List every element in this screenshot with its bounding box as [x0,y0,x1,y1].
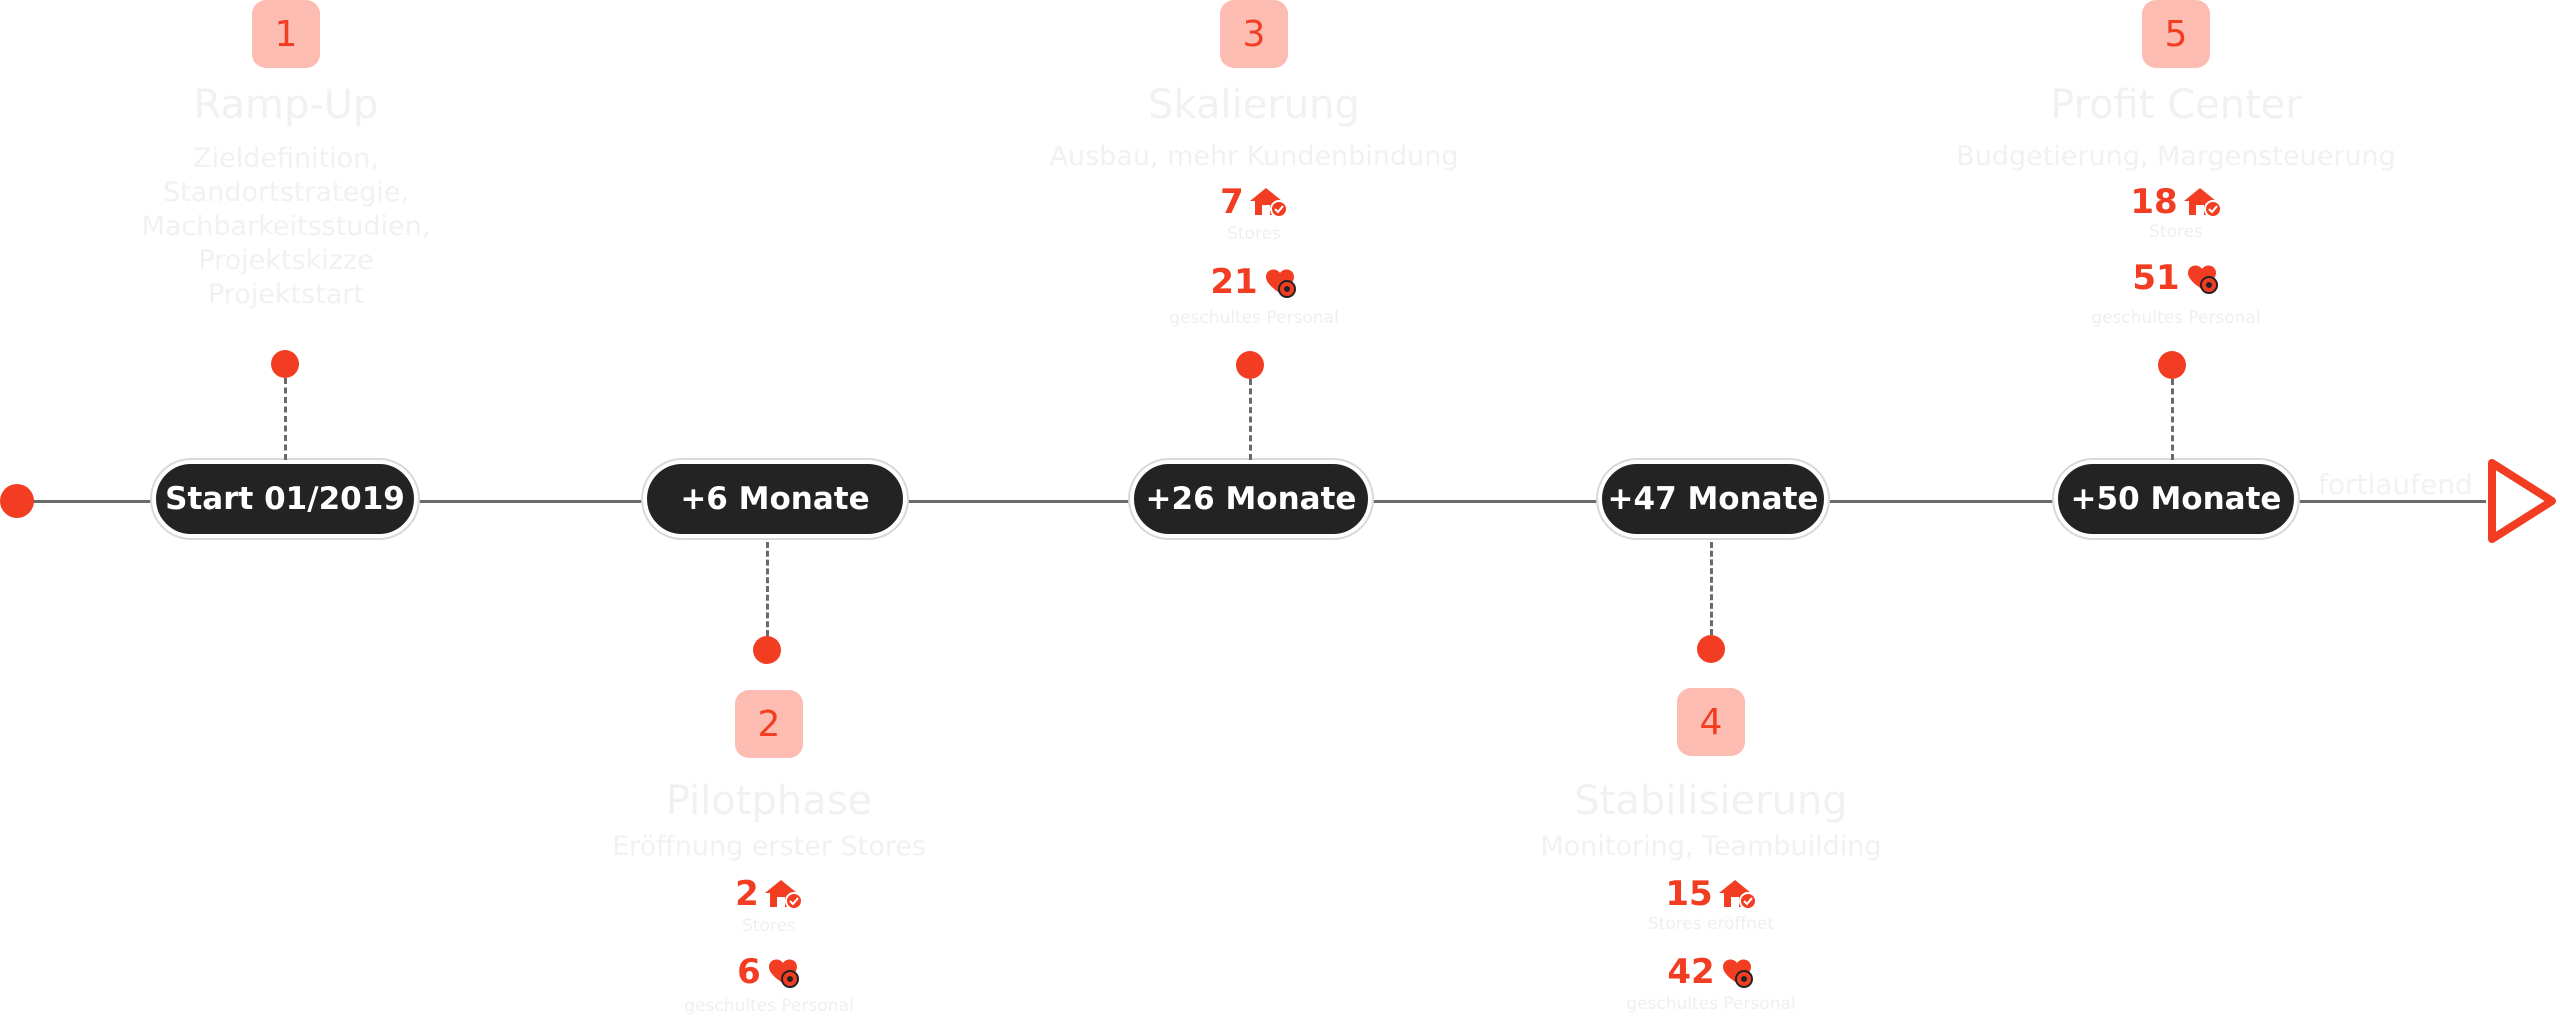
milestone-pill-start: Start 01/2019 [152,460,418,538]
stat-value: 7 [1220,182,1244,222]
description-line: Standortstrategie, [162,177,410,208]
staff-heart-icon [768,959,799,988]
continue-label: fortlaufend [2318,468,2473,501]
milestone-label: +26 Monate [1145,481,1357,517]
phase-3-description: Ausbau, mehr Kundenbindung [1004,140,1504,174]
description-line: Machbarkeitsstudien, [141,211,431,242]
phase-5-title: Profit Center [2050,82,2302,128]
phase-2-stat-stores-label: Stores [742,916,796,936]
phase-3-number-box: 3 [1220,0,1288,68]
phase-number: 1 [274,13,298,55]
phase-5-stat-staff-label: geschultes Personal [2091,308,2261,328]
phase-number: 4 [1699,701,1723,743]
milestone-label: Start 01/2019 [165,481,405,517]
phase-2-stat-staff: 6 [669,952,869,992]
phase-5-number-box: 5 [2142,0,2210,68]
phase-4-number-box: 4 [1677,688,1745,756]
phase-4-stat-staff-label: geschultes Personal [1626,994,1796,1014]
phase-2-stat-staff-label: geschultes Personal [684,996,854,1016]
phase-3-stat-stores: 7 [1154,182,1354,222]
description-line: Eröffnung erster Stores [612,831,926,862]
description-line: Zieldefinition, [193,143,379,174]
phase-3-title: Skalierung [1148,82,1360,128]
phase-1-number-box: 1 [252,0,320,68]
phase-2-description: Eröffnung erster Stores [569,830,969,864]
stat-value: 18 [2130,182,2178,222]
milestone-pill-47: +47 Monate [1598,460,1828,538]
phase-2-connector [766,542,769,636]
description-line: Monitoring, Teambuilding [1540,831,1882,862]
milestone-label: +6 Monate [680,481,870,517]
phase-4-stat-stores-label: Stores eröffnet [1647,914,1775,934]
milestone-pill-6: +6 Monate [643,460,907,538]
milestone-label: +47 Monate [1607,481,1819,517]
phase-3-node-dot [1236,351,1264,379]
stat-value: 21 [1210,262,1258,302]
phase-5-node-dot [2158,351,2186,379]
description-line: Projektskizze [198,245,374,276]
phase-3-stat-staff: 21 [1154,262,1354,302]
phase-2-stat-stores: 2 [669,874,869,914]
store-check-icon [764,880,803,910]
stat-value: 2 [735,874,759,914]
phase-1-node-dot [271,350,299,378]
phase-5-stat-staff: 51 [2076,258,2276,298]
phase-3-connector [1249,379,1252,460]
phase-4-node-dot [1697,635,1725,663]
stat-value: 15 [1665,874,1713,914]
phase-3-stat-staff-label: geschultes Personal [1169,308,1339,328]
phase-1-connector [284,378,287,460]
phase-number: 2 [757,703,781,745]
description-line: Ausbau, mehr Kundenbindung [1049,141,1459,172]
timeline-start-dot [0,484,34,518]
phase-5-stat-stores-label: Stores [2149,222,2203,242]
phase-4-stat-staff: 42 [1611,952,1811,992]
stat-value: 42 [1667,952,1715,992]
description-line: Budgetierung, Margensteuerung [1956,141,2396,172]
store-check-icon [1249,188,1288,218]
description-line: Projektstart [207,279,365,310]
play-arrow-icon [2488,459,2556,543]
phase-number: 3 [1242,13,1266,55]
stat-value: 6 [737,952,761,992]
milestone-pill-50: +50 Monate [2054,460,2298,538]
phase-3-stat-stores-label: Stores [1227,224,1281,244]
phase-4-stat-stores: 15 [1611,874,1811,914]
milestone-pill-26: +26 Monate [1130,460,1372,538]
phase-2-node-dot [753,636,781,664]
store-check-icon [2183,188,2222,218]
stat-value: 51 [2132,258,2180,298]
phase-2-number-box: 2 [735,690,803,758]
staff-heart-icon [1722,959,1753,988]
phase-5-stat-stores: 18 [2076,182,2276,222]
store-check-icon [1718,880,1757,910]
phase-number: 5 [2164,13,2188,55]
milestone-label: +50 Monate [2070,481,2282,517]
staff-heart-icon [1265,269,1296,298]
phase-1-title: Ramp-Up [193,82,379,128]
phase-2-title: Pilotphase [665,778,873,824]
staff-heart-icon [2187,265,2218,294]
phase-1-description: Zieldefinition, Standortstrategie, Machb… [86,142,486,312]
phase-4-title: Stabilisierung [1574,778,1848,824]
phase-5-connector [2171,379,2174,460]
phase-5-description: Budgetierung, Margensteuerung [1926,140,2426,174]
phase-4-connector [1710,542,1713,635]
phase-4-description: Monitoring, Teambuilding [1461,830,1961,864]
